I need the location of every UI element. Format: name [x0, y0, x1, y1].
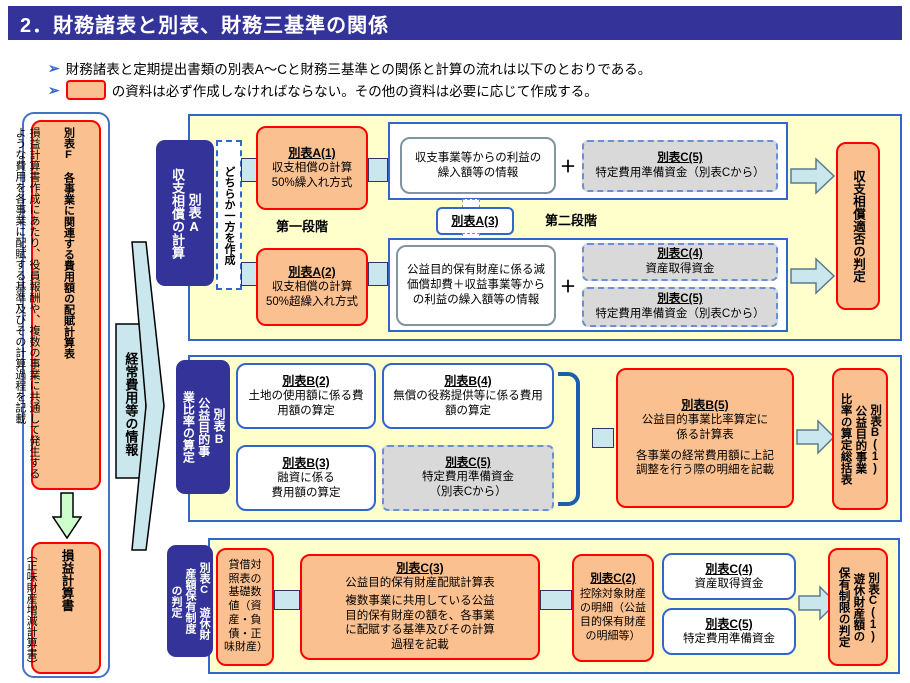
pl-statement-box: 損益計算書 （正味財産増減計算書） — [25, 542, 101, 674]
down-arrow-icon — [52, 492, 82, 540]
holding-asset-info: 公益目的保有財産に係る減価償却費＋収益事業等からの利益の繰入額等の情報 — [407, 264, 545, 306]
betsuhyo-b4-box: 別表B(4) 無償の役務提供等に係る費用額の算定 — [382, 363, 554, 429]
betsuhyo-c2-box: 別表C(2) 控除対象財産の明細（公益目的保有財産の明細等） — [572, 554, 654, 662]
c5-body: 特定費用準備資金 （別表Cから） — [422, 471, 514, 499]
title-bar: 2．財務諸表と別表、財務三基準の関係 — [8, 6, 902, 40]
betsuhyo-c5-box-idle: 別表C(5) 特定費用準備資金 — [662, 608, 796, 655]
bullet-1-text: 財務諸表と定期提出書類の別表A～Cと財務三基準との関係と計算の流れは以下のとおり… — [65, 62, 652, 77]
c5-body: 特定費用準備資金（別表Cから） — [595, 166, 765, 179]
betsuhyo-a3-box: 別表A(3) — [436, 207, 514, 235]
c2-body: 控除対象財産の明細（公益目的保有財産の明細等） — [580, 587, 646, 643]
brace — [558, 372, 580, 506]
right-arrow-icon — [790, 257, 836, 295]
stage1-label: 第一段階 — [276, 219, 329, 234]
connector — [274, 590, 300, 610]
c4-body: 資産取得資金 — [694, 577, 764, 590]
betsuhyo-b3-box: 別表B(3) 融資に係る 費用額の算定 — [236, 445, 376, 511]
section-b-label: 別表B 公益目的事 業比率の算定 — [176, 360, 230, 494]
flow-arrow-icon — [115, 241, 165, 551]
bullet-1: ➢ 財務諸表と定期提出書類の別表A～Cと財務三基準との関係と計算の流れは以下のと… — [48, 58, 651, 78]
c2-title: 別表C(2) — [590, 573, 636, 586]
betsuhyo-c5-box-stage2: 別表C(5) 特定費用準備資金（別表Cから） — [582, 287, 778, 327]
connector — [368, 262, 388, 286]
c4-title: 別表C(4) — [657, 248, 703, 261]
connector — [368, 158, 388, 182]
connector — [241, 262, 257, 286]
bullet-2: ➢ の資料は必ず作成しなければならない。その他の資料は必要に応じて作成する。 — [48, 80, 598, 100]
b4-title: 別表B(4) — [444, 373, 492, 388]
bullet-arrow-icon: ➢ — [48, 59, 60, 76]
b2-body: 土地の使用額に係る費用額の算定 — [248, 389, 364, 417]
b4-body: 無償の役務提供等に係る費用額の算定 — [393, 389, 543, 417]
balance-sheet-base: 貸借対照表の基礎数値（資産・負債・正味財産） — [224, 558, 268, 654]
c4-body: 資産取得資金 — [645, 262, 715, 275]
holding-asset-info-box: 公益目的保有財産に係る減価償却費＋収益事業等からの利益の繰入額等の情報 — [396, 245, 556, 326]
right-arrow-icon — [796, 419, 836, 455]
connector — [592, 428, 614, 448]
required-legend-swatch — [65, 80, 106, 100]
c5-title: 別表C(5) — [657, 152, 703, 165]
profit-transfer-info: 収支事業等からの利益の 繰入額等の情報 — [414, 151, 542, 179]
connector — [540, 590, 572, 610]
betsuhyo-b2-box: 別表B(2) 土地の使用額に係る費用額の算定 — [236, 363, 376, 429]
connector — [241, 158, 257, 182]
either-one-note: どちらか一方を作成 — [216, 140, 242, 290]
plus-sign: ＋ — [559, 159, 576, 176]
section-a-label: 別表A 収支相償の計算 — [156, 140, 214, 286]
b5-title: 別表B(5) — [681, 397, 729, 412]
betsuhyo-f-box: 別表F 各事業に関連する費用額の配賦計算表 損益計算書作成にあたり、役員報酬や、… — [14, 120, 101, 490]
c3-body2: 複数事業に共用している公益 目的保有財産の額を、各事業 に配賦する基準及びその計… — [345, 594, 495, 652]
section-c-result-box: 別表C(1) 遊休財産額の 保有制限の判定 — [828, 548, 888, 666]
c5-title: 別表C(5) — [445, 456, 491, 469]
bullet-arrow-icon: ➢ — [48, 81, 60, 98]
betsuhyo-a1-box: 別表A(1) 収支相償の計算 50%繰入れ方式 — [256, 126, 368, 210]
betsuhyo-c3-box: 別表C(3) 公益目的保有財産配賦計算表 複数事業に共用している公益 目的保有財… — [300, 554, 540, 660]
betsuhyo-c4-box-stage2: 別表C(4) 資産取得資金 — [582, 243, 778, 281]
pl-title: 損益計算書 — [59, 549, 74, 612]
a1-body: 収支相償の計算 50%繰入れ方式 — [271, 161, 353, 189]
pl-subtitle: （正味財産増減計算書） — [25, 549, 38, 670]
flow-arrow-label: 経常費用等の情報 — [123, 352, 139, 456]
a1-title: 別表A(1) — [288, 145, 336, 160]
a2-title: 別表A(2) — [288, 264, 336, 279]
c5-title: 別表C(5) — [705, 616, 753, 631]
c3-title: 別表C(3) — [396, 560, 444, 575]
betsuhyo-a2-box: 別表A(2) 収支相償の計算 50%超繰入れ方式 — [256, 248, 368, 326]
c5b-body: 特定費用準備資金（別表Cから） — [595, 307, 765, 320]
section-b-result-box: 別表B(1) 公益目的事業 比率の算定総括表 — [832, 368, 888, 510]
balance-sheet-base-box: 貸借対照表の基礎数値（資産・負債・正味財産） — [216, 548, 274, 666]
b5-body1: 公益目的事業比率算定に 係る計算表 — [641, 413, 769, 441]
page-title: 2．財務諸表と別表、財務三基準の関係 — [20, 14, 390, 37]
c5-body: 特定費用準備資金 — [683, 632, 775, 645]
section-a-result-box: 収支相償適否の判定 — [836, 142, 880, 310]
betsuhyo-f-body: 損益計算書作成にあたり、役員報酬や、複数の事業に共通して発生するような費用を各事… — [13, 127, 40, 479]
right-arrow-icon — [790, 157, 836, 195]
betsuhyo-b5-box: 別表B(5) 公益目的事業比率算定に 係る計算表 各事業の経常費用額に上記 調整… — [616, 368, 794, 508]
profit-transfer-info-box: 収支事業等からの利益の 繰入額等の情報 — [400, 137, 556, 194]
betsuhyo-c5-box-ratio: 別表C(5) 特定費用準備資金 （別表Cから） — [382, 445, 554, 511]
b3-title: 別表B(3) — [282, 455, 330, 470]
plus-sign: ＋ — [559, 279, 576, 296]
c4-title: 別表C(4) — [705, 561, 753, 576]
bullet-2-text: の資料は必ず作成しなければならない。その他の資料は必要に応じて作成する。 — [111, 84, 598, 99]
betsuhyo-c4-box: 別表C(4) 資産取得資金 — [662, 553, 796, 600]
a2-body: 収支相償の計算 50%超繰入れ方式 — [265, 280, 359, 308]
b2-title: 別表B(2) — [282, 373, 330, 388]
stage2-label: 第二段階 — [545, 213, 598, 228]
section-c-label: 別表C 遊休財 産額保有制度 の判定 — [167, 545, 213, 657]
b3-body: 融資に係る 費用額の算定 — [271, 471, 341, 499]
b5-body2: 各事業の経常費用額に上記 調整を行う際の明細を記載 — [636, 449, 774, 477]
c3-body1: 公益目的保有財産配賦計算表 — [345, 576, 495, 589]
a3-title: 別表A(3) — [451, 213, 499, 228]
betsuhyo-f-title: 別表F 各事業に関連する費用額の配賦計算表 — [62, 127, 75, 359]
betsuhyo-c5-box-stage1: 別表C(5) 特定費用準備資金（別表Cから） — [582, 140, 778, 192]
c5b-title: 別表C(5) — [657, 293, 703, 306]
